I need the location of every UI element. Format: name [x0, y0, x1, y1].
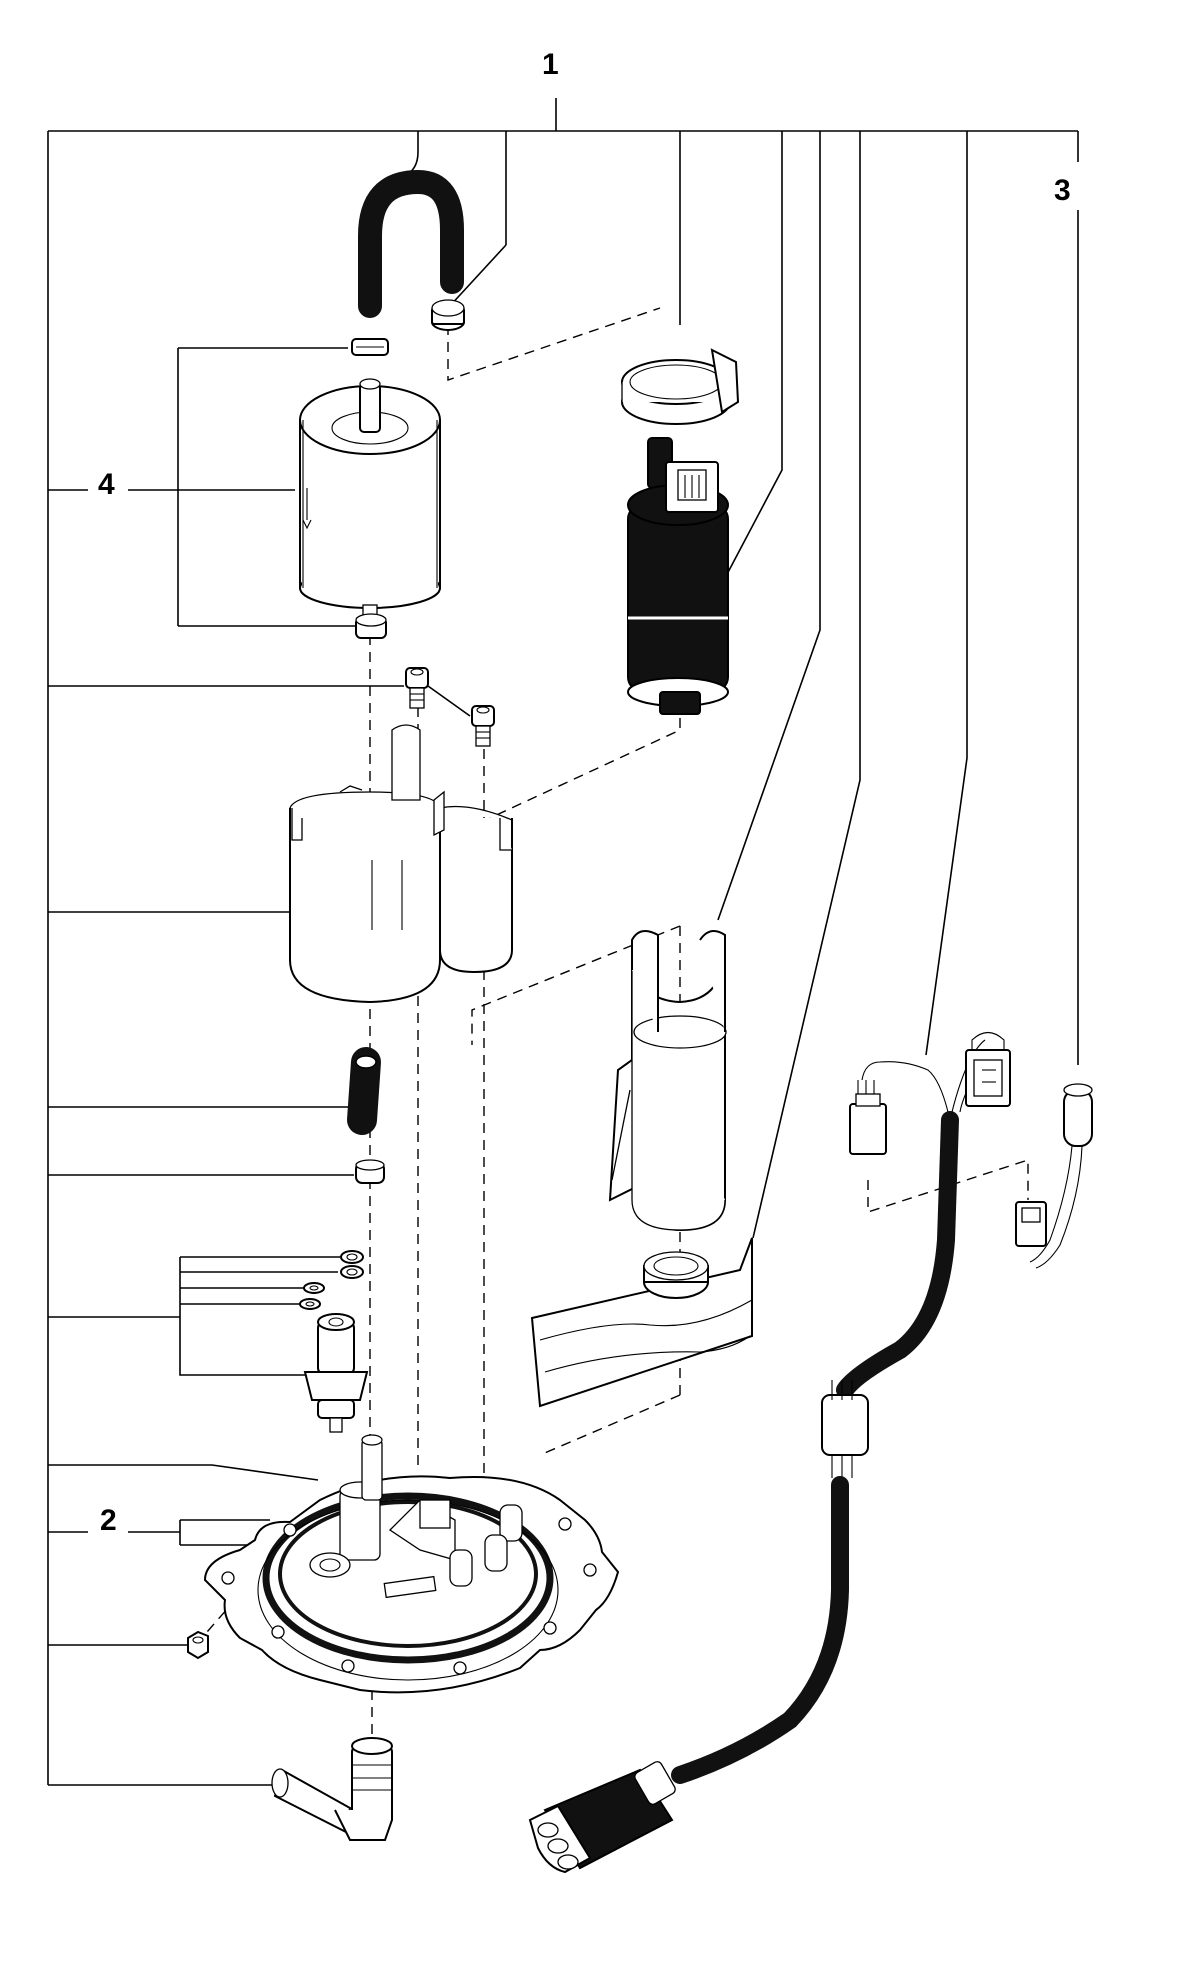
hose-clamp-icon: [431, 299, 465, 331]
strainer-holder-icon: [608, 930, 727, 1232]
callout-label: 4: [98, 468, 115, 501]
connector-plug-icon: [528, 1761, 676, 1874]
screw-icon: [471, 705, 495, 747]
washer-icon: [299, 1298, 321, 1310]
connector-plug-icon: [965, 1031, 1011, 1107]
sensor-icon: [1029, 1083, 1093, 1269]
washer-icon: [340, 1265, 364, 1279]
fuel-hose-icon: [358, 169, 464, 318]
leader-lines: [47, 98, 1079, 1786]
pressure-regulator-icon: [303, 1313, 369, 1433]
fuel-pump-icon: [627, 437, 729, 715]
elbow-fitting-icon: [271, 1737, 393, 1841]
washer-icon: [340, 1250, 364, 1264]
hose-clamp-icon: [355, 613, 387, 639]
callout-label: 2: [100, 1504, 117, 1537]
pump-flange-icon: [203, 1434, 620, 1694]
callout-label: 1: [542, 48, 559, 81]
mounting-band-icon: [621, 348, 740, 425]
connector-plug-icon: [1015, 1201, 1047, 1247]
callout-label: 3: [1054, 174, 1071, 207]
hose-clamp-icon: [355, 1159, 385, 1184]
fuel-filter-icon: [299, 378, 441, 616]
strainer-filter-icon: [530, 1237, 753, 1408]
short-hose-icon: [347, 1047, 381, 1135]
screw-icon: [405, 667, 429, 709]
nut-icon: [187, 1630, 209, 1660]
wiring-harness-icon: [671, 1039, 986, 1784]
connector-plug-icon: [849, 1080, 887, 1155]
hose-clamp-icon: [351, 338, 389, 356]
washer-icon: [303, 1282, 325, 1294]
pump-housing-icon: [289, 724, 513, 1004]
